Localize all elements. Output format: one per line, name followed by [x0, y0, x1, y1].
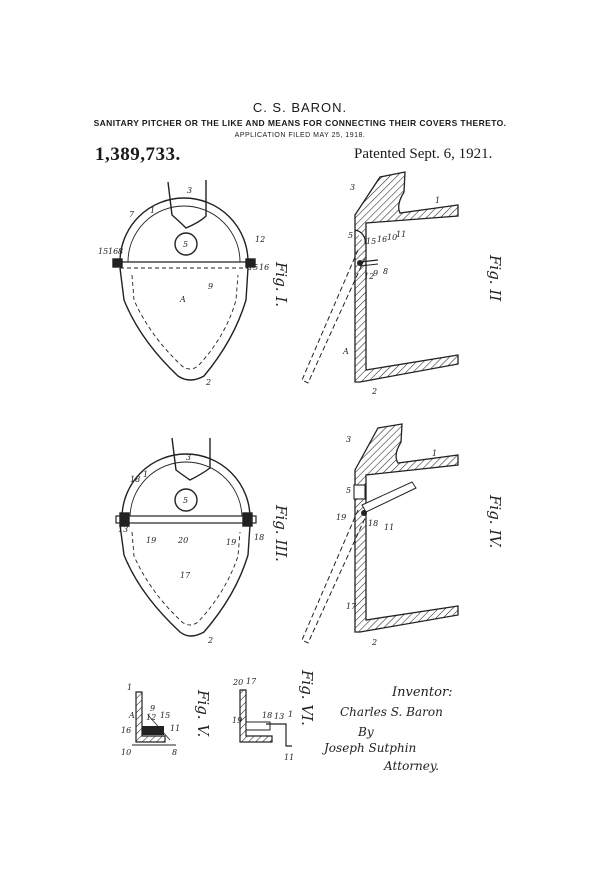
- figure-3-plan-view: [115, 437, 257, 637]
- svg-text:16: 16: [121, 726, 131, 735]
- figure-3-label-text: Fig. III.: [272, 504, 290, 562]
- svg-text:12: 12: [364, 272, 374, 281]
- svg-text:20: 20: [232, 678, 243, 687]
- figure-5-label: Fig. V.: [194, 689, 212, 737]
- svg-text:3: 3: [186, 453, 191, 462]
- svg-text:1: 1: [150, 206, 155, 215]
- figure-2-label-text: Fig. II: [486, 254, 504, 302]
- by-label: By: [357, 725, 374, 739]
- svg-text:1: 1: [143, 470, 148, 479]
- signature-block: Inventor: Charles S. Baron By Joseph Sut…: [321, 685, 453, 773]
- svg-text:18: 18: [368, 519, 378, 528]
- svg-text:18: 18: [262, 711, 272, 720]
- figure-6-detail: [239, 689, 292, 747]
- attorney-label: Attorney.: [383, 759, 439, 773]
- application-filed-date: APPLICATION FILED MAY 25, 1918.: [234, 132, 366, 139]
- svg-text:12: 12: [146, 713, 156, 722]
- figure-4-reference-numerals: 3 1 5 19 18 11 17 2: [336, 435, 437, 647]
- svg-text:A: A: [179, 295, 186, 304]
- figure-6-reference-numerals: 20 17 19 18 13 1 11: [232, 677, 294, 762]
- attorney-signature: Joseph Sutphin: [321, 741, 416, 755]
- patent-date: Patented Sept. 6, 1921.: [354, 146, 493, 162]
- svg-text:20: 20: [177, 536, 188, 545]
- figure-4-label-text: Fig. IV.: [486, 494, 504, 548]
- figure-1-label-text: Fig. I.: [272, 261, 290, 307]
- svg-text:9: 9: [150, 704, 155, 713]
- svg-text:17: 17: [180, 571, 191, 580]
- svg-text:8: 8: [172, 748, 177, 757]
- svg-text:19: 19: [336, 513, 346, 522]
- patent-number: 1,389,733.: [95, 144, 181, 165]
- svg-text:15: 15: [248, 263, 258, 272]
- svg-text:3: 3: [187, 186, 192, 195]
- svg-text:10: 10: [387, 233, 397, 242]
- svg-text:16: 16: [377, 235, 387, 244]
- svg-text:18: 18: [130, 475, 140, 484]
- inventor-signature: Charles S. Baron: [340, 705, 443, 719]
- figure-5-label-text: Fig. V.: [194, 689, 212, 737]
- figure-2-section-view: [301, 171, 459, 384]
- svg-text:15: 15: [160, 711, 170, 720]
- patent-title: SANITARY PITCHER OR THE LIKE AND MEANS F…: [93, 118, 507, 128]
- svg-text:5: 5: [183, 240, 188, 249]
- svg-text:19: 19: [146, 536, 156, 545]
- svg-text:15: 15: [366, 237, 376, 246]
- svg-text:9: 9: [208, 282, 213, 291]
- svg-text:17: 17: [246, 677, 257, 686]
- svg-text:5: 5: [183, 496, 188, 505]
- svg-text:10: 10: [121, 748, 131, 757]
- figure-4-label: Fig. IV.: [486, 494, 504, 548]
- figure-2-label: Fig. II: [486, 254, 504, 302]
- svg-text:9: 9: [373, 269, 378, 278]
- svg-text:A: A: [342, 347, 349, 356]
- svg-text:2: 2: [205, 378, 211, 387]
- figure-5-reference-numerals: 1 A 9 15 16 11 10 8 12: [121, 683, 180, 757]
- svg-text:3: 3: [346, 435, 351, 444]
- figure-6-label-text: Fig. VI.: [298, 669, 316, 726]
- figure-6-label: Fig. VI.: [298, 669, 316, 726]
- svg-text:11: 11: [170, 724, 180, 733]
- svg-text:5: 5: [346, 486, 351, 495]
- svg-text:7: 7: [129, 210, 135, 219]
- svg-text:17: 17: [346, 602, 357, 611]
- svg-text:1: 1: [435, 196, 440, 205]
- svg-text:1: 1: [432, 449, 437, 458]
- svg-text:8: 8: [383, 267, 388, 276]
- svg-text:2: 2: [207, 636, 213, 645]
- svg-text:19: 19: [232, 716, 242, 725]
- svg-text:8: 8: [118, 247, 123, 256]
- figure-4-section-view: [301, 423, 459, 644]
- svg-text:1: 1: [288, 710, 293, 719]
- svg-text:11: 11: [284, 753, 294, 762]
- svg-text:3: 3: [350, 183, 355, 192]
- figure-3-label: Fig. III.: [272, 504, 290, 562]
- svg-text:1: 1: [127, 683, 132, 692]
- inventor-name: C. S. BARON.: [252, 100, 348, 115]
- figure-3-reference-numerals: 3 18 1 5 13 19 20 19 18 17 2: [118, 453, 264, 645]
- svg-text:19: 19: [226, 538, 236, 547]
- svg-text:16: 16: [259, 263, 269, 272]
- svg-text:2: 2: [371, 638, 377, 647]
- svg-text:15: 15: [98, 247, 108, 256]
- inventor-label: Inventor:: [391, 685, 453, 700]
- svg-text:A: A: [128, 711, 135, 720]
- svg-text:2: 2: [371, 387, 377, 396]
- figure-5-detail: [132, 691, 176, 746]
- svg-text:5: 5: [348, 231, 353, 240]
- svg-text:12: 12: [255, 235, 265, 244]
- figure-1-plan-view: [112, 180, 256, 381]
- svg-text:18: 18: [254, 533, 264, 542]
- svg-text:13: 13: [118, 525, 128, 534]
- figure-1-label: Fig. I.: [272, 261, 290, 307]
- svg-text:13: 13: [274, 712, 284, 721]
- svg-text:11: 11: [396, 230, 406, 239]
- svg-text:11: 11: [384, 523, 394, 532]
- svg-text:16: 16: [108, 247, 118, 256]
